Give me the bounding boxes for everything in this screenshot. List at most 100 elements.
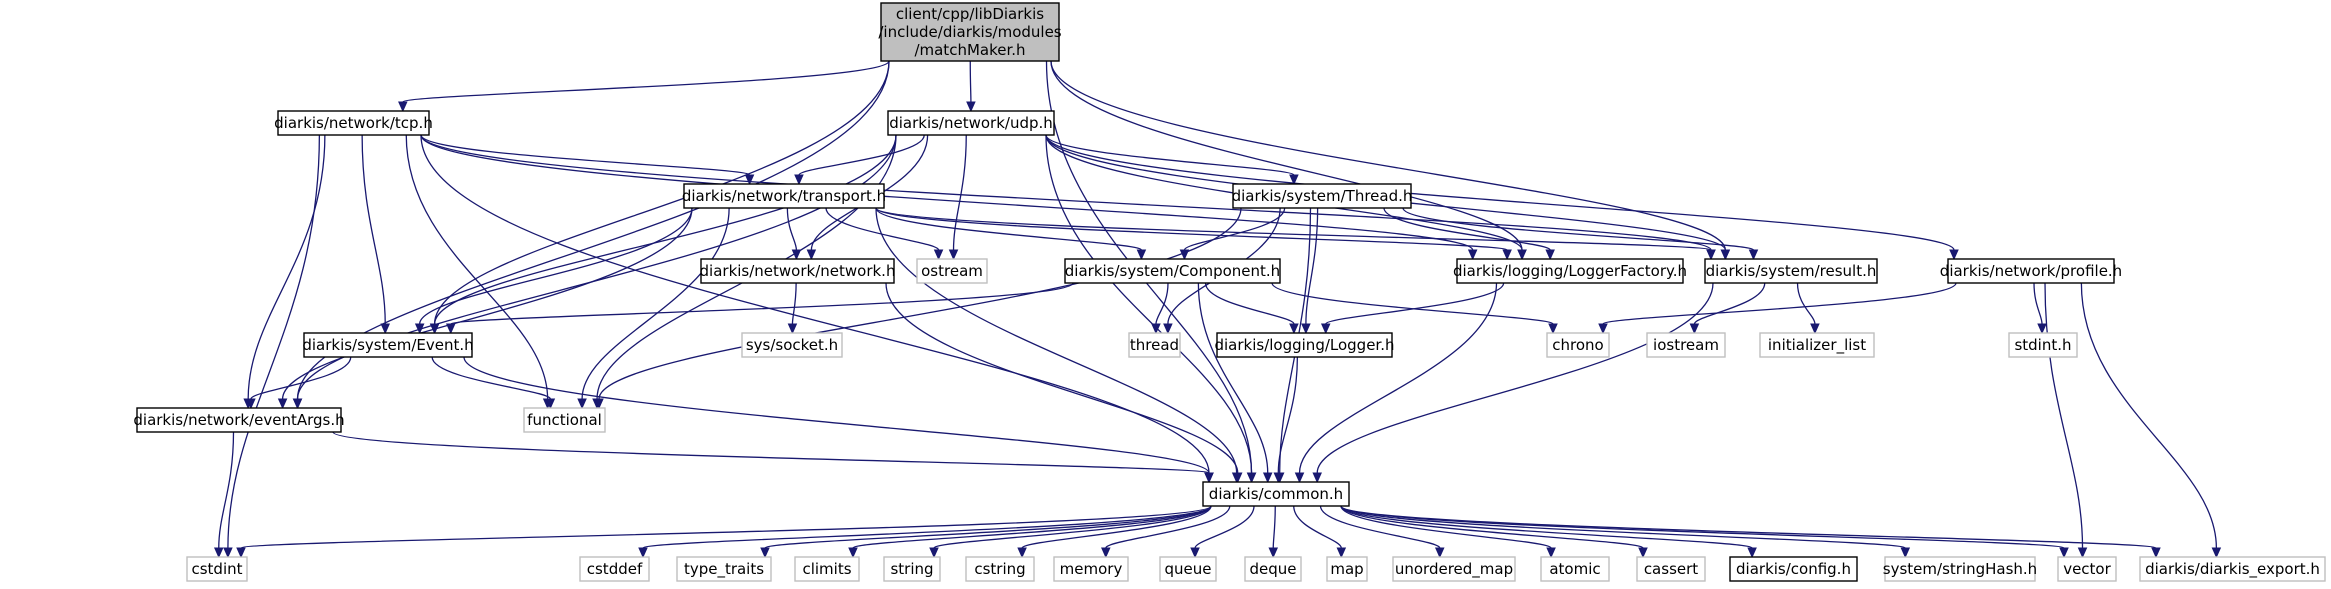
node-box [1704, 258, 1878, 284]
edge-component-threadstd [1155, 282, 1169, 325]
node-label: diarkis/system/result.h [1706, 262, 1877, 280]
node-stdinth: stdint.h [2008, 332, 2078, 358]
node-vector: vector [2057, 556, 2117, 582]
edge-arrowhead [1720, 249, 1731, 261]
edge-common-memory [1105, 505, 1231, 549]
edge-profile-diarkisexport [2080, 282, 2218, 549]
edge-arrowhead [1246, 472, 1257, 484]
node-box [1064, 258, 1281, 284]
edge-transport-network [786, 207, 798, 251]
edge-udp-thread [1045, 134, 1295, 176]
edge-arrowhead [744, 174, 755, 186]
edge-common-map [1293, 505, 1342, 549]
node-chrono: chrono [1546, 332, 1610, 358]
edge-udp-transport [798, 134, 925, 176]
node-event[interactable]: diarkis/system/Event.h [302, 332, 474, 358]
node-common[interactable]: diarkis/common.h [1202, 481, 1350, 507]
node-label: diarkis/diarkis_export.h [2145, 560, 2320, 579]
node-box [880, 2, 1060, 62]
edge-arrowhead [794, 174, 804, 186]
edge-tcp-loggerfactory [420, 134, 1474, 251]
edge-arrowhead [380, 323, 391, 335]
edge-arrowhead [787, 323, 798, 335]
edge-arrowhead [948, 249, 959, 261]
header-nodes: client/cpp/libDiarkis/include/diarkis/mo… [133, 2, 2326, 582]
node-eventargs[interactable]: diarkis/network/eventArgs.h [133, 407, 345, 433]
edge-transport-eventargs [281, 207, 693, 400]
node-label: sys/socket.h [746, 336, 838, 354]
edge-common-cstring [1021, 505, 1212, 549]
edge-arrowhead [1467, 249, 1478, 261]
node-box [916, 258, 988, 284]
edge-common-config [1340, 505, 1753, 549]
node-box [186, 556, 248, 582]
node-box [1759, 332, 1875, 358]
node-box [1244, 556, 1302, 582]
node-box [1202, 481, 1350, 507]
edge-event-eventargs [250, 356, 352, 400]
node-box [2008, 332, 2078, 358]
node-cstring: cstring [965, 556, 1035, 582]
edge-arrowhead [1017, 547, 1027, 559]
node-cassert: cassert [1636, 556, 1706, 582]
edge-arrowhead [1502, 249, 1512, 261]
edge-common-stringhash [1340, 505, 1906, 549]
node-box [965, 556, 1035, 582]
node-transport[interactable]: diarkis/network/transport.h [682, 183, 886, 209]
edge-thread-logger [1305, 207, 1319, 325]
edge-common-unorderedmap [1319, 505, 1441, 549]
node-tcp[interactable]: diarkis/network/tcp.h [274, 110, 433, 136]
edge-arrowhead [1900, 547, 1911, 559]
edge-profile-vector [2044, 282, 2084, 549]
edge-thread-result [1402, 207, 1755, 251]
edge-transport-common [875, 207, 1238, 474]
node-cstdint: cstdint [186, 556, 248, 582]
node-diarkisexport: diarkis/diarkis_export.h [2139, 556, 2326, 582]
edge-arrowhead [1101, 547, 1111, 559]
edge-loggerfactory-common [1298, 282, 1498, 474]
edge-result-common [1316, 282, 1714, 474]
edge-root-loggerfactory [1050, 60, 1523, 251]
node-root[interactable]: client/cpp/libDiarkis/include/diarkis/mo… [878, 2, 1062, 62]
node-box [1546, 332, 1610, 358]
node-label: deque [1249, 560, 1296, 578]
node-network[interactable]: diarkis/network/network.h [700, 258, 896, 284]
edge-arrowhead [638, 547, 648, 559]
node-label: map [1330, 560, 1363, 578]
node-memory: memory [1053, 556, 1129, 582]
node-component[interactable]: diarkis/system/Component.h [1064, 258, 1281, 284]
edge-arrowhead [2037, 323, 2047, 335]
edge-arrowhead [1517, 249, 1527, 261]
node-loggerfactory[interactable]: diarkis/logging/LoggerFactory.h [1453, 258, 1687, 284]
node-stringhash: system/stringHash.h [1883, 556, 2037, 582]
node-logger[interactable]: diarkis/logging/Logger.h [1214, 332, 1395, 358]
edge-arrowhead [1706, 249, 1716, 261]
edge-arrowhead [1689, 323, 1700, 335]
edge-udp-profile [1045, 134, 1955, 251]
node-thread[interactable]: diarkis/system/Thread.h [1232, 183, 1413, 209]
node-result[interactable]: diarkis/system/result.h [1704, 258, 1878, 284]
node-udp[interactable]: diarkis/network/udp.h [887, 110, 1055, 136]
node-climits: climits [794, 556, 860, 582]
edge-udp-common [1045, 134, 1253, 474]
edge-root-common [1045, 60, 1253, 474]
node-box [1216, 332, 1393, 358]
node-initlist: initializer_list [1759, 332, 1875, 358]
node-label: unordered_map [1395, 560, 1513, 579]
node-label: diarkis/network/network.h [700, 262, 896, 280]
node-config[interactable]: diarkis/config.h [1729, 556, 1858, 582]
node-profile[interactable]: diarkis/network/profile.h [1940, 258, 2122, 284]
edge-arrowhead [1638, 547, 1648, 559]
edge-transport-component [875, 207, 1143, 251]
node-label: diarkis/network/tcp.h [274, 114, 433, 132]
edge-arrowhead [1163, 323, 1173, 335]
edge-common-queue [1194, 505, 1255, 549]
edge-eventargs-common [332, 431, 1210, 474]
node-label: type_traits [684, 560, 764, 579]
edge-arrowhead [1598, 323, 1608, 335]
edge-component-logger [1204, 282, 1295, 325]
edge-arrowhead [1262, 472, 1273, 484]
edge-common-climits [852, 505, 1212, 549]
edge-thread-loggerfactory [1383, 207, 1551, 251]
node-label: diarkis/config.h [1736, 560, 1851, 578]
